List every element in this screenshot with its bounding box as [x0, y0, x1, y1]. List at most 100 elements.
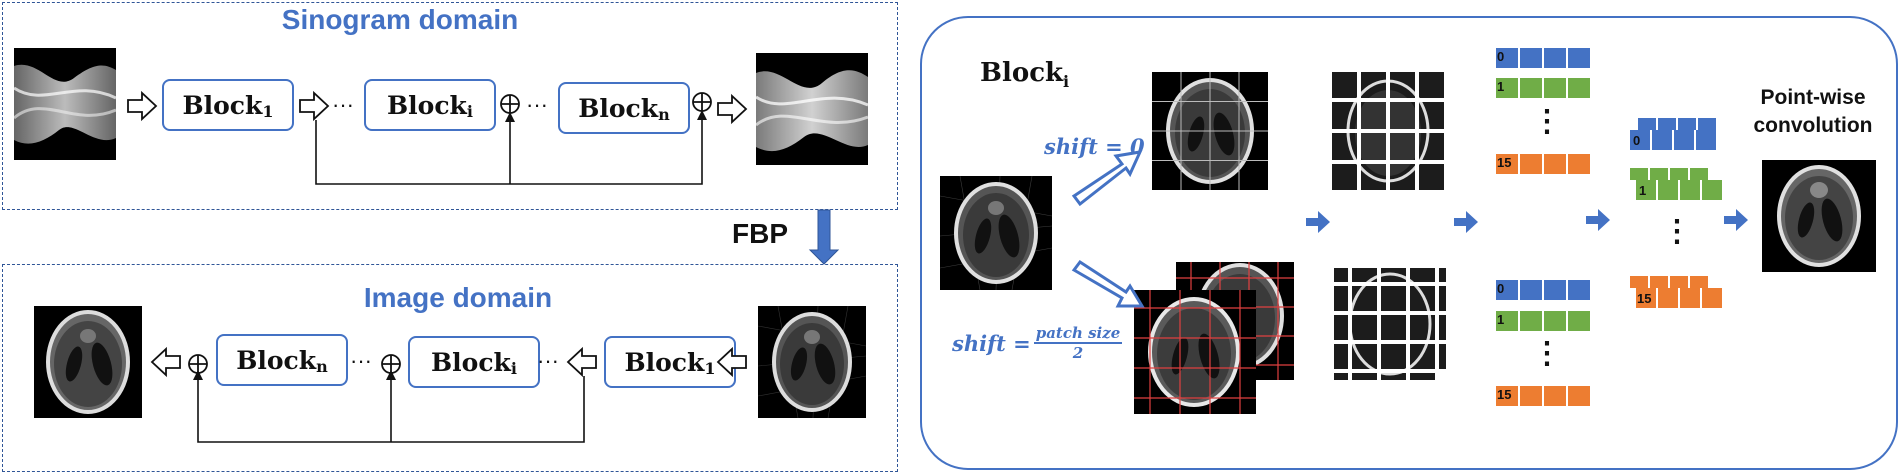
- token-label: 1: [1497, 79, 1505, 94]
- token-cell: [1520, 386, 1542, 406]
- token-vdots-lower: ⋮: [1532, 337, 1562, 370]
- token-cell: 15: [1636, 288, 1656, 308]
- hollow-arrow-left: [150, 346, 181, 378]
- block-label: Block: [624, 347, 705, 377]
- token-cell: [1568, 48, 1590, 68]
- block-label: Block: [387, 90, 467, 120]
- shift-half-fraction: patch size 2: [1033, 324, 1123, 362]
- merged-token-0: 0: [1630, 118, 1716, 154]
- token-label: 0: [1497, 281, 1505, 296]
- token-cell: [1544, 48, 1566, 68]
- token-cell: [1544, 154, 1566, 174]
- token-cell: 1: [1496, 311, 1518, 331]
- sinogram-skip-lines: [315, 118, 703, 185]
- sinogram-output-image: [756, 53, 868, 165]
- pointwise-line-1: Point-wise: [1760, 86, 1866, 109]
- token-cell: [1650, 168, 1668, 180]
- block-subscript: n: [658, 104, 670, 124]
- token-cell: [1568, 280, 1590, 300]
- small-arrow-right: [1724, 209, 1748, 231]
- sum-cross: [693, 93, 711, 111]
- token-cell: 0: [1496, 280, 1518, 300]
- block-subscript: 1: [704, 358, 716, 378]
- token-cell: [1670, 276, 1688, 288]
- image-skip-heads: [193, 370, 396, 380]
- small-arrow-right: [1306, 211, 1330, 233]
- token-row-0-upper: 0: [1496, 48, 1590, 68]
- image-domain-panel: [2, 264, 898, 472]
- arrowhead: [193, 370, 203, 380]
- token-cell: [1702, 288, 1722, 308]
- block-input-image: [940, 176, 1052, 290]
- token-cell: [1678, 118, 1696, 130]
- token-cell: [1658, 118, 1676, 130]
- token-label: 15: [1637, 291, 1652, 306]
- token-cell: [1658, 180, 1678, 200]
- hollow-arrow-right: [717, 93, 748, 125]
- arrowhead: [697, 110, 707, 120]
- token-cell: [1630, 168, 1648, 180]
- shift-zero-image: [1152, 72, 1268, 190]
- fbp-label: FBP: [732, 218, 788, 249]
- hollow-arrow-right: [299, 90, 330, 122]
- block-label: Block: [236, 345, 317, 375]
- token-cell: [1674, 130, 1694, 150]
- block-detail-panel: [920, 16, 1898, 470]
- token-label: 0: [1497, 49, 1505, 64]
- token-cell: [1652, 130, 1672, 150]
- hollow-arrow-right: [127, 90, 158, 122]
- detail-flow-arrows: [1306, 209, 1748, 233]
- token-cell: [1544, 280, 1566, 300]
- shift-branch-arrows: [1071, 150, 1145, 308]
- sinogram-ellipsis-2: ···: [526, 92, 548, 117]
- token-cell: [1658, 288, 1678, 308]
- arrowhead: [505, 112, 515, 122]
- token-row-15-upper: 15: [1496, 154, 1590, 174]
- token-cell: [1702, 180, 1722, 200]
- shifted-image-front: [1134, 290, 1256, 414]
- arrowhead: [386, 370, 396, 380]
- token-cell: [1520, 311, 1542, 331]
- token-cell: [1690, 168, 1708, 180]
- merged-token-15: 15: [1630, 276, 1722, 312]
- sinogram-sum-nodes: [500, 92, 712, 114]
- token-cell: 1: [1496, 78, 1518, 98]
- sum-cross: [501, 95, 519, 113]
- patch-grid-shifted: [1334, 268, 1446, 380]
- token-cell: [1670, 168, 1688, 180]
- block-subscript: i: [510, 358, 517, 378]
- token-row-1-lower: 1: [1496, 311, 1590, 331]
- shift-half-prefix: shift =: [952, 330, 1031, 356]
- sinogram-skip-heads: [505, 110, 707, 122]
- detail-title-text: Block: [980, 58, 1064, 88]
- block-label: Block: [578, 93, 659, 123]
- hollow-arrow-up-right: [1071, 150, 1143, 207]
- hollow-arrow-down-right: [1071, 259, 1145, 308]
- hollow-arrow-left: [566, 346, 597, 378]
- image-domain-output-image: [34, 306, 142, 418]
- token-row-0-lower: 0: [1496, 280, 1590, 300]
- sinogram-flow-arrows: [127, 90, 748, 125]
- token-cell: [1568, 78, 1590, 98]
- block-label: Block: [431, 347, 511, 377]
- token-cell: [1630, 276, 1648, 288]
- token-cell: [1520, 154, 1542, 174]
- detail-title-subscript: i: [1063, 72, 1070, 92]
- token-cell: [1568, 154, 1590, 174]
- sinogram-ellipsis-1: ···: [332, 92, 354, 117]
- token-cell: 0: [1630, 130, 1650, 150]
- merged-token-1: 1: [1630, 168, 1722, 204]
- pointwise-label: Point-wise convolution: [1738, 84, 1888, 140]
- token-label: 15: [1497, 155, 1512, 170]
- skip-line: [315, 118, 703, 185]
- token-cell: 1: [1636, 180, 1656, 200]
- token-label: 15: [1497, 387, 1512, 402]
- image-domain-input-image: [758, 306, 866, 418]
